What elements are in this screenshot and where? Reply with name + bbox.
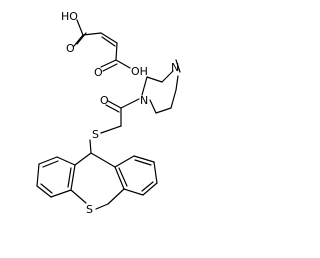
bond — [120, 98, 140, 109]
bond — [146, 76, 163, 83]
bond — [153, 161, 158, 184]
bond — [70, 164, 76, 191]
bond — [67, 167, 72, 188]
molecule-diagram: HO O O OH N N O S — [36, 10, 181, 216]
atom-label-n: N — [140, 94, 148, 107]
bond — [42, 160, 59, 168]
bond — [82, 32, 102, 36]
maleic-acid: HO O O OH — [61, 10, 148, 79]
bond — [100, 59, 117, 68]
atom-label-n: N — [171, 61, 179, 74]
bond — [141, 181, 154, 192]
bond — [114, 155, 135, 168]
bond — [114, 166, 125, 190]
atom-label-o: O — [66, 42, 75, 55]
bond — [36, 185, 52, 198]
bond — [50, 189, 72, 198]
atom-label-oh: OH — [131, 65, 148, 78]
bond — [102, 63, 118, 72]
bond — [76, 19, 84, 36]
bond — [70, 189, 87, 204]
bond — [170, 89, 177, 109]
bond — [36, 163, 40, 187]
bond — [134, 159, 152, 166]
bond — [38, 156, 58, 165]
bond — [133, 155, 155, 163]
piperazine-amide: N N O S — [92, 59, 181, 141]
bond — [175, 59, 181, 73]
bond — [56, 156, 76, 166]
bond — [105, 104, 120, 113]
bond — [95, 203, 109, 210]
bond — [149, 99, 157, 114]
atom-label-s: S — [92, 128, 99, 141]
bond — [142, 182, 158, 196]
bond — [74, 152, 92, 166]
bond — [175, 75, 179, 91]
bond — [155, 107, 172, 114]
bond — [101, 36, 116, 47]
structure-drawing: HO O O OH N N O S — [36, 10, 181, 216]
bond — [100, 32, 118, 44]
dibenzothiepine: S — [36, 139, 158, 216]
bond — [115, 59, 131, 69]
bond — [161, 70, 174, 83]
bond — [115, 42, 118, 61]
bond — [123, 188, 144, 196]
bond — [73, 34, 84, 47]
bond — [90, 152, 116, 168]
atom-label-oh: HO — [61, 10, 78, 23]
bond — [107, 100, 122, 109]
atom-label-o: O — [100, 94, 109, 107]
bond — [89, 139, 92, 154]
bond — [40, 183, 53, 194]
bond — [118, 167, 128, 187]
atom-label-o: O — [94, 66, 103, 79]
bond — [100, 125, 122, 134]
bond — [107, 188, 125, 205]
atom-label-s: S — [86, 203, 93, 216]
bond — [141, 76, 148, 96]
